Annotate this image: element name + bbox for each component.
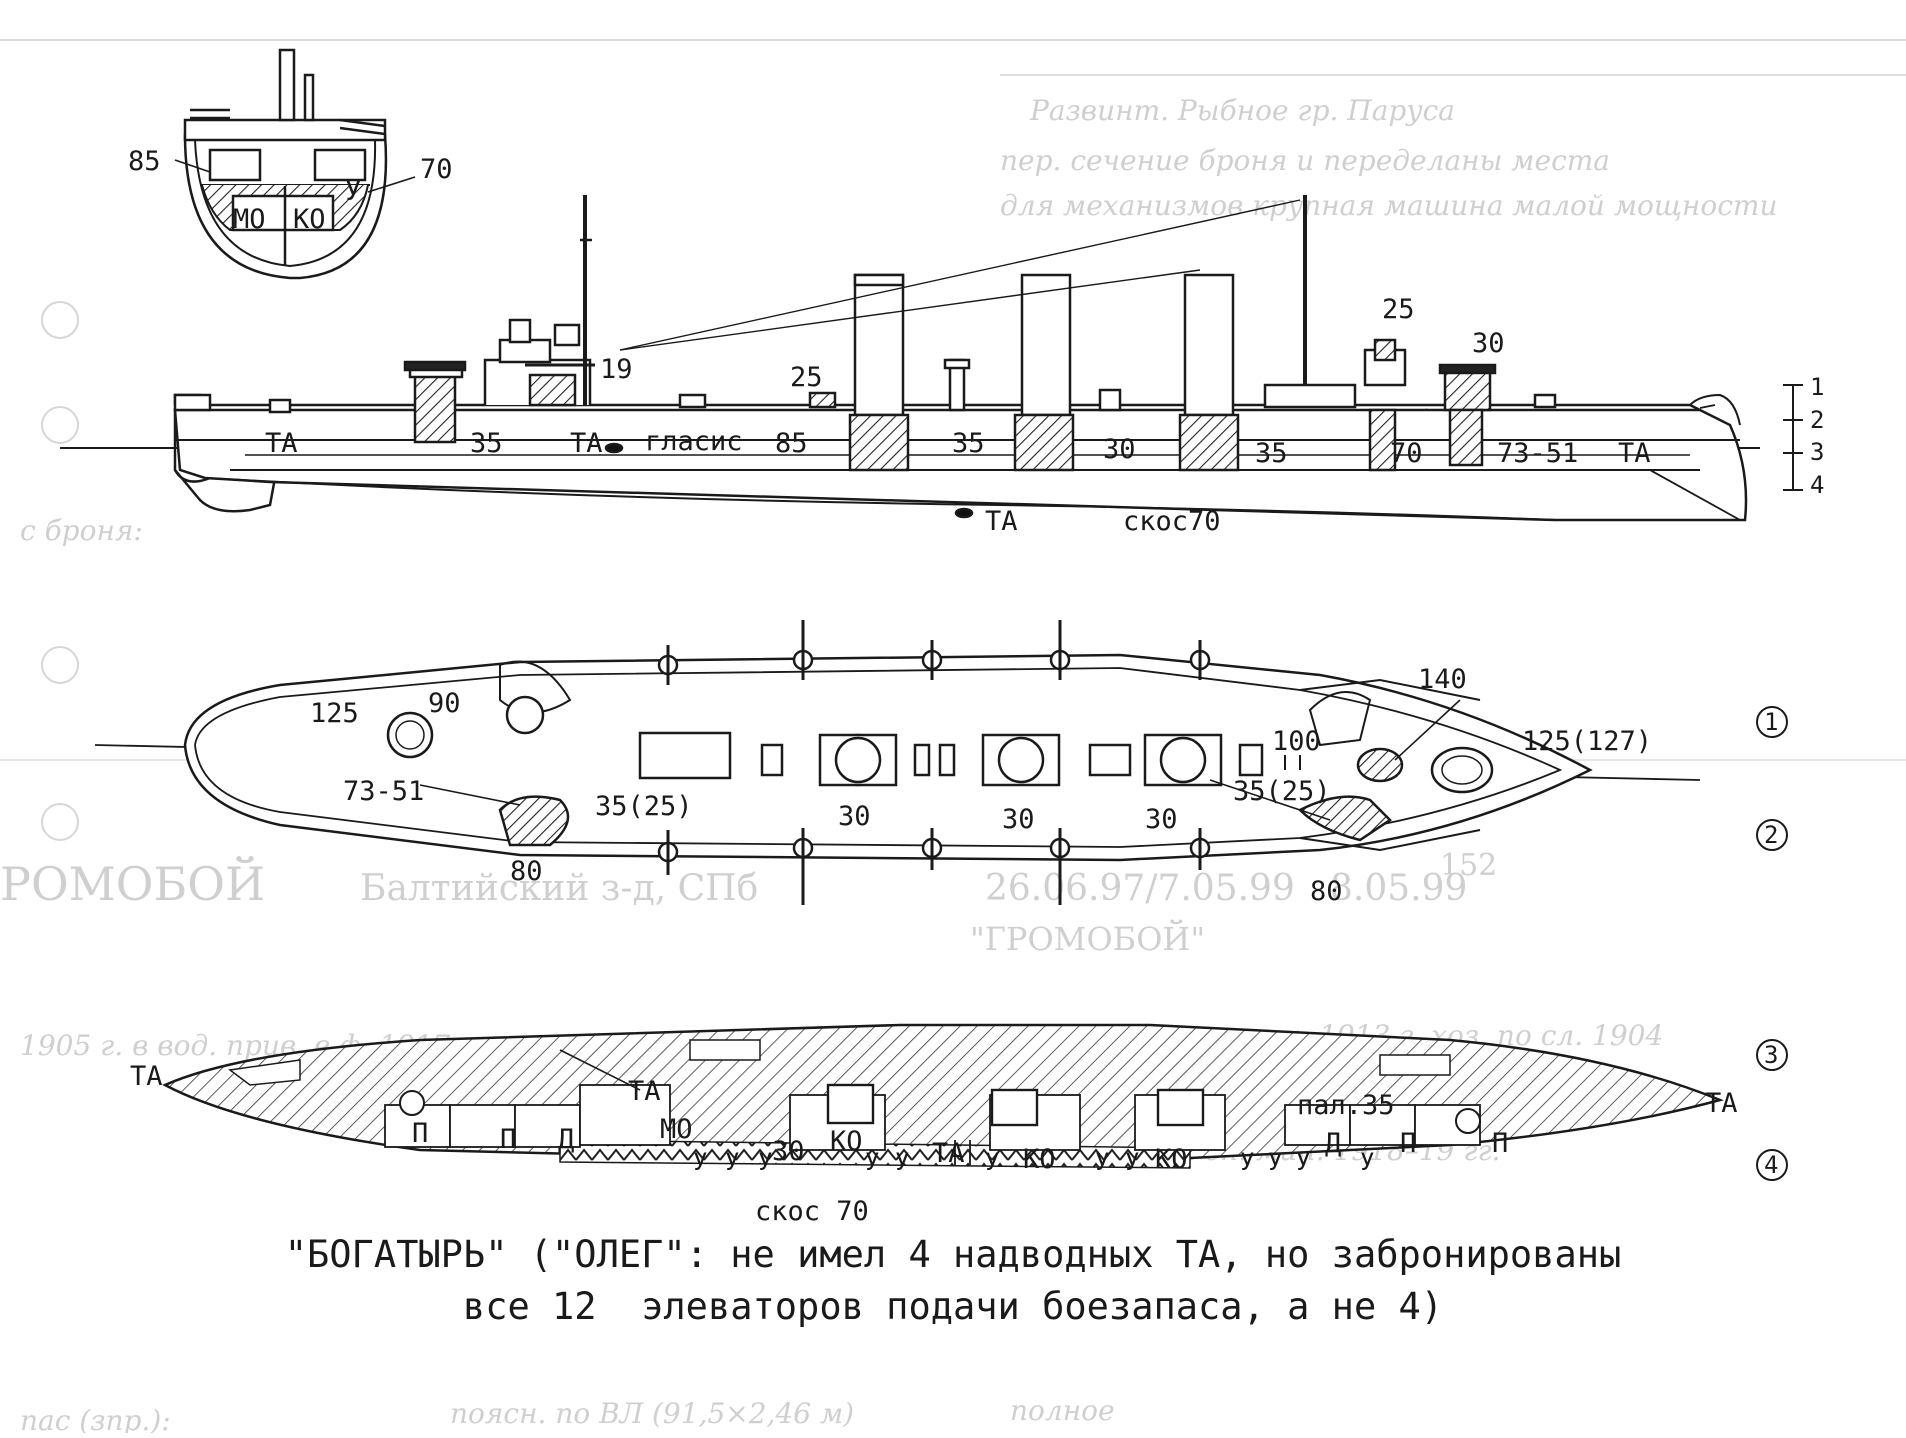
side-label-30-aft: 30 <box>1472 328 1505 359</box>
svg-text:пер. сечение броня и переделан: пер. сечение броня и переделаны места <box>1000 144 1610 177</box>
side-label-19: 19 <box>600 354 633 385</box>
side-label-35-aft: 35 <box>1255 438 1288 469</box>
side-label-ta-fwd: ТА <box>570 428 603 459</box>
plan-label-30-c: 30 <box>1145 804 1178 835</box>
background-yard: Балтийский з-д, СПб <box>360 868 758 909</box>
side-label-ta-submerged: ТА <box>985 506 1018 537</box>
background-dates: 26.06.97/7.05.99 <box>985 868 1295 909</box>
side-label-25-aft: 25 <box>1382 294 1415 325</box>
deck-label-p-1: П <box>412 1118 428 1149</box>
midship-section-labels: 85 70 МО КО У <box>128 146 453 235</box>
svg-text:поясн. по ВЛ (91,5×2,46 м): поясн. по ВЛ (91,5×2,46 м) <box>450 1397 854 1430</box>
level-mark-2: 2 <box>1810 406 1824 434</box>
side-label-35-fwd: 35 <box>470 428 503 459</box>
caption-line-1: "БОГАТЫРЬ" ("ОЛЕГ": не имел 4 надводных … <box>284 1233 1622 1276</box>
side-profile-view <box>60 195 1803 522</box>
deck-label-boiler-room-3: КО <box>1155 1144 1188 1175</box>
plan-marker-2: 2 <box>1764 821 1778 849</box>
deck-label-boiler-room-2: КО <box>1023 1144 1056 1175</box>
svg-text:для механизмов крупная машина: для механизмов крупная машина малой мощн… <box>1000 189 1778 222</box>
plan-label-30-a: 30 <box>838 801 871 832</box>
deck-label-p-3: П <box>1400 1128 1416 1159</box>
level-mark-4: 4 <box>1810 471 1824 499</box>
plan-label-80-fwd: 80 <box>510 856 543 887</box>
midship-section-view <box>174 48 416 280</box>
caption-line-2: все 12 элеваторов подачи боезапаса, а не… <box>462 1285 1444 1328</box>
side-label-25-fwd: 25 <box>790 362 823 393</box>
armor-deck-plan-view <box>162 1023 1788 1181</box>
side-label-73-51: 73-51 <box>1497 438 1578 469</box>
deck-u-mark-11: У <box>1296 1148 1310 1176</box>
deck-label-ta-fwd: ТА <box>628 1076 661 1107</box>
section-label-boiler-room: КО <box>293 204 326 235</box>
svg-text:с броня:: с броня: <box>20 514 143 547</box>
deck-label-30: 30 <box>772 1136 805 1167</box>
section-label-70: 70 <box>420 154 453 185</box>
plan-label-100: 100 <box>1272 726 1321 757</box>
section-label-engine-room: МО <box>233 204 266 235</box>
level-mark-1: 1 <box>1810 373 1824 401</box>
deck-plan-labels: 125 90 73-51 35(25) 80 30 30 30 100 35(2… <box>310 664 1778 907</box>
deck-u-mark-8: У <box>1125 1148 1139 1176</box>
background-number: 152 <box>1440 848 1497 883</box>
deck-label-ta-mid: ТА <box>932 1138 965 1169</box>
deck-label-ta-bow: ТА <box>130 1061 163 1092</box>
deck-u-mark-6: У <box>985 1148 999 1176</box>
section-label-85: 85 <box>128 146 161 177</box>
plan-label-35-25-aft: 35(25) <box>1233 776 1331 807</box>
deck-plan-view <box>94 620 1788 905</box>
plan-label-125: 125 <box>310 698 359 729</box>
level-mark-3: 3 <box>1810 438 1824 466</box>
deck-u-mark-5: У <box>895 1148 909 1176</box>
svg-text:пас (зпр.):: пас (зпр.): <box>20 1404 171 1433</box>
side-label-ta-bow: ТА <box>265 428 298 459</box>
deck-u-mark-1: У <box>693 1148 707 1176</box>
deck-u-mark-9: У <box>1240 1148 1254 1176</box>
plan-label-90: 90 <box>428 688 461 719</box>
side-label-35-mid: 35 <box>952 428 985 459</box>
deck-u-mark-2: У <box>725 1148 739 1176</box>
deck-label-p-2: П <box>500 1124 516 1155</box>
side-profile-labels: ТА 35 19 ТА гласис 85 25 35 30 35 70 73-… <box>265 294 1824 537</box>
svg-text:полное: полное <box>1010 1394 1115 1427</box>
deck-u-mark-7: У <box>1095 1148 1109 1176</box>
plan-label-35-25-fwd: 35(25) <box>595 791 693 822</box>
section-label-u: У <box>345 176 361 207</box>
deck-label-p-4: П <box>1492 1128 1508 1159</box>
side-label-30: 30 <box>1103 434 1136 465</box>
side-label-slope-70: скос70 <box>1123 506 1221 537</box>
deck-label-ta-stern: ТА <box>1705 1088 1738 1119</box>
deck-label-d-aft: Д <box>1325 1128 1341 1159</box>
deck-label-armor-deck-35: пал.35 <box>1297 1090 1395 1121</box>
deck-u-mark-10: У <box>1268 1148 1282 1176</box>
side-label-glacis: гласис <box>645 426 743 457</box>
deck-marker-3: 3 <box>1764 1041 1778 1069</box>
plan-label-140: 140 <box>1418 664 1467 695</box>
deck-marker-4: 4 <box>1764 1151 1778 1179</box>
plan-marker-1: 1 <box>1764 708 1778 736</box>
background-ship-name: РОМОБОЙ <box>0 855 265 911</box>
side-label-ta-stern: ТА <box>1618 438 1651 469</box>
deck-label-boiler-room-1: КО <box>830 1126 863 1157</box>
deck-u-mark-12: У <box>1360 1148 1374 1176</box>
plan-label-30-b: 30 <box>1002 804 1035 835</box>
deck-u-mark-3: У <box>758 1148 772 1176</box>
plan-label-125-127: 125(127) <box>1522 726 1652 757</box>
background-date: 8.05.99 <box>1330 868 1467 909</box>
plan-label-73-51: 73-51 <box>343 776 424 807</box>
plan-label-80-aft: 80 <box>1310 876 1343 907</box>
armor-deck-plan-labels: ТА ТА П П Д МО 30 ТА КО КО КО пал.35 Д П… <box>130 1041 1778 1227</box>
side-label-70: 70 <box>1390 438 1423 469</box>
deck-label-engine-room: МО <box>660 1114 693 1145</box>
svg-text:Развинт. Рыбное гр. Паруса: Развинт. Рыбное гр. Паруса <box>1029 94 1455 127</box>
background-title: "ГРОМОБОЙ" <box>970 919 1205 958</box>
side-label-85: 85 <box>775 428 808 459</box>
deck-label-slope-70: скос 70 <box>755 1196 869 1227</box>
deck-label-d-fwd: Д <box>558 1124 574 1155</box>
deck-u-mark-4: У <box>865 1148 879 1176</box>
